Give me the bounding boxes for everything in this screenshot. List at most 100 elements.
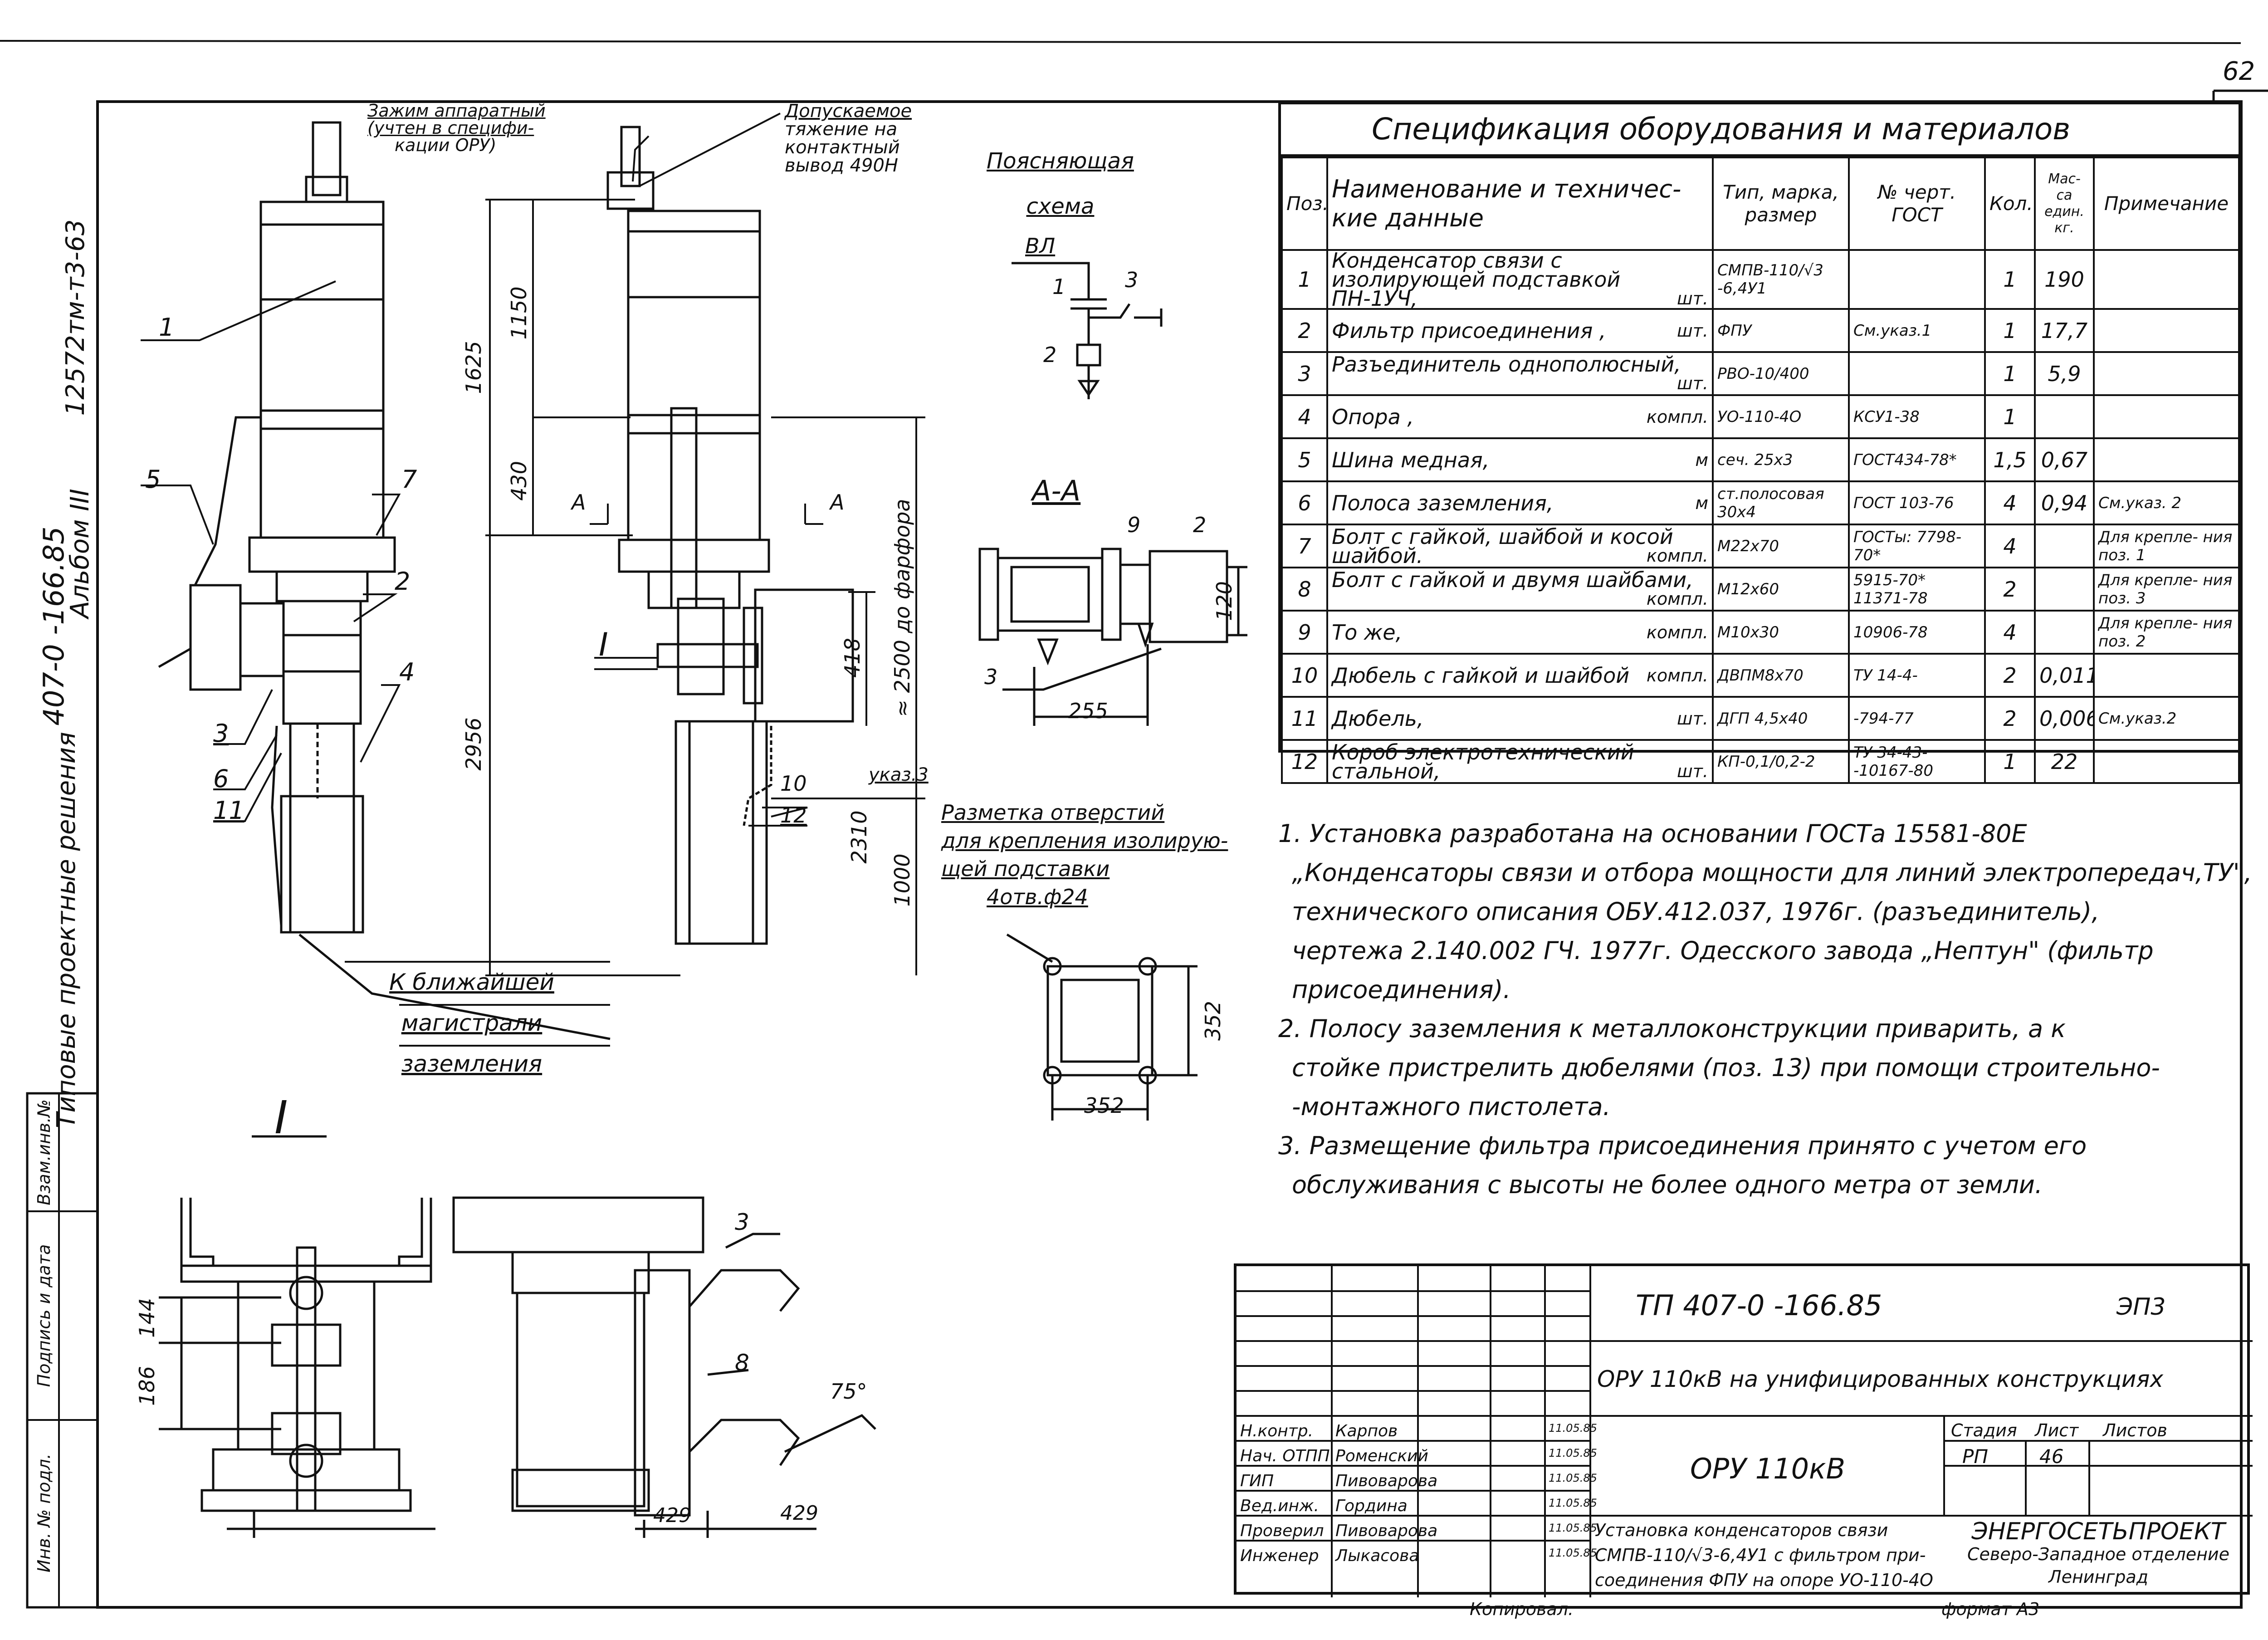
- detail-mark: I: [599, 626, 608, 663]
- note-line: стойке пристрелить дюбелями (поз. 13) пр…: [1292, 1053, 2160, 1082]
- dim-255: 255: [1068, 699, 1108, 723]
- scheme-title: Поясняющая схема: [987, 138, 1134, 229]
- stamp-original-inv: Инв. № подл.: [34, 1454, 54, 1572]
- svg-text:120: 120: [1212, 581, 1237, 621]
- spec-cell-name: Полоса заземления,м: [1326, 480, 1714, 525]
- clamp-line-2: (учтен в специфи-: [367, 118, 534, 138]
- scheme-pos-3: 3: [1125, 268, 1139, 292]
- dim-1625: 1625: [461, 341, 486, 394]
- tb-drawing-line-3: соединения ФПУ на опоре УО-110-4О: [1595, 1570, 1933, 1590]
- spec-cell-qty: 1: [1984, 739, 2036, 784]
- spec-cell-note: [2093, 351, 2240, 396]
- svg-text:1625: 1625: [461, 341, 486, 394]
- section-mark-left: А: [572, 490, 586, 514]
- explanatory-scheme: [1012, 262, 1163, 399]
- scheme-pos-1: 1: [1052, 274, 1066, 299]
- tb-person-date: 11.05.85: [1549, 1422, 1597, 1434]
- spec-cell-name: То же, компл.: [1326, 610, 1714, 655]
- spec-h-name: Наименование и техничес- кие данные: [1326, 157, 1714, 251]
- svg-text:1000: 1000: [890, 853, 914, 906]
- tb-person-name: Карпов: [1335, 1422, 1398, 1440]
- side-view: [606, 126, 854, 945]
- spec-cell-type: М12х60: [1712, 567, 1850, 612]
- spec-cell-type: ст.полосовая 30х4: [1712, 480, 1850, 525]
- dim-430: 430: [507, 461, 531, 501]
- front-pos-6: 6: [213, 764, 229, 793]
- tb-drawing-line-2: СМПВ-110/√3-6,4У1 с фильтром при-: [1595, 1545, 1926, 1565]
- tension-line-3: контактный: [785, 137, 900, 158]
- front-pos-1: 1: [159, 313, 175, 342]
- front-pos-4: 4: [399, 658, 415, 686]
- dim-186: 429: [653, 1504, 691, 1527]
- vl-label: ВЛ: [1025, 234, 1056, 258]
- svg-text:2310: 2310: [847, 810, 871, 863]
- tb-sheet-h: Лист: [2035, 1420, 2079, 1440]
- dim-75: 75°: [830, 1379, 867, 1404]
- spec-cell-gost: КСУ1-38: [1848, 394, 1986, 439]
- format-label: формат А3: [1941, 1599, 2040, 1619]
- tb-drawing: Установка конденсаторов связи СМПВ-110/√…: [1595, 1518, 1933, 1593]
- spec-item-unit: компл.: [1646, 622, 1708, 642]
- spec-cell-note: См.указ. 2: [2093, 480, 2240, 525]
- marking-line-2: для крепления изолирую-: [941, 828, 1228, 853]
- spec-h-gost: № черт. ГОСТ: [1848, 157, 1986, 251]
- marking-line-3: щей подставки: [941, 857, 1110, 881]
- spec-cell-note: [2093, 739, 2240, 784]
- tb-person-name: Гордина: [1335, 1497, 1408, 1515]
- spec-cell-type: М22х70: [1712, 524, 1850, 568]
- spec-cell-type: УО-110-4О: [1712, 394, 1850, 439]
- tb-stage-h: Стадия: [1951, 1420, 2017, 1440]
- tb-project: ОРУ 110кВ на унифицированных конструкция…: [1597, 1366, 2164, 1392]
- spec-cell-name: Дюбель,шт.: [1326, 696, 1714, 741]
- front-pos-2: 2: [395, 567, 411, 596]
- spec-cell-mass: [2034, 524, 2095, 568]
- dim-1000: 1000: [890, 853, 914, 906]
- spec-cell-note: См.указ.2: [2093, 696, 2240, 741]
- spec-cell-type: СМПВ-110/√3 -6,4У1: [1712, 249, 1850, 310]
- spec-cell-pos: 5: [1281, 437, 1328, 482]
- svg-text:418: 418: [840, 638, 865, 678]
- tension-line-4: вывод 490Н: [785, 155, 898, 176]
- spec-item-unit: шт.: [1677, 320, 1708, 341]
- spec-cell-pos: 3: [1281, 351, 1328, 396]
- spec-cell-type: ФПУ: [1712, 308, 1850, 353]
- tb-person-name: Роменский: [1335, 1447, 1428, 1465]
- tb-person-name: Пивоварова: [1335, 1472, 1438, 1490]
- spec-cell-type: ДГП 4,5х40: [1712, 696, 1850, 741]
- dim-to-porcelain: ≈ 2500 до фарфора: [890, 499, 914, 717]
- spec-cell-gost: ГОСТ 103-76: [1848, 480, 1986, 525]
- spec-item-name: То же,: [1332, 620, 1403, 645]
- scheme-title-line-2: схема: [1026, 194, 1095, 219]
- spec-cell-pos: 9: [1281, 610, 1328, 655]
- spec-cell-pos: 10: [1281, 653, 1328, 698]
- svg-text:186: 186: [135, 1366, 159, 1406]
- dim-2310: 2310: [847, 810, 871, 863]
- spec-item-unit: шт.: [1677, 373, 1708, 393]
- tb-person-date: 11.05.85: [1549, 1547, 1597, 1559]
- tb-person-role: Нач. ОТПП: [1240, 1447, 1330, 1465]
- spec-cell-mass: [2034, 610, 2095, 655]
- notes-block: 1. Установка разработана на основании ГО…: [1278, 814, 2253, 1204]
- spec-cell-mass: 190: [2034, 249, 2095, 310]
- tb-stage: РП: [1962, 1445, 1988, 1468]
- spec-cell-gost: 5915-70* 11371-78: [1848, 567, 1986, 612]
- svg-text:2956: 2956: [461, 717, 486, 770]
- spec-item-unit: шт.: [1677, 289, 1708, 308]
- clamp-line-1: Зажим аппаратный: [367, 101, 546, 121]
- side-code-text: 12572тм-т3-63: [61, 220, 90, 416]
- detail-i: [159, 1135, 876, 1538]
- front-pos-7: 7: [401, 465, 417, 494]
- note-line: присоединения).: [1292, 975, 1511, 1004]
- spec-cell-name: Шина медная,м: [1326, 437, 1714, 482]
- spec-cell-type: РВО-10/400: [1712, 351, 1850, 396]
- side-album-sub-text: Альбом III: [65, 489, 95, 620]
- ground-path-line-3: заземления: [401, 1051, 543, 1077]
- clamp-callout: Зажим аппаратный (учтен в специфи- кации…: [367, 102, 546, 154]
- side-series: Типовые проектные решения: [52, 732, 81, 1128]
- spec-cell-note: Для крепле- ния поз. 1: [2093, 524, 2240, 568]
- svg-text:Взам.инв.№: Взам.инв.№: [34, 1099, 54, 1205]
